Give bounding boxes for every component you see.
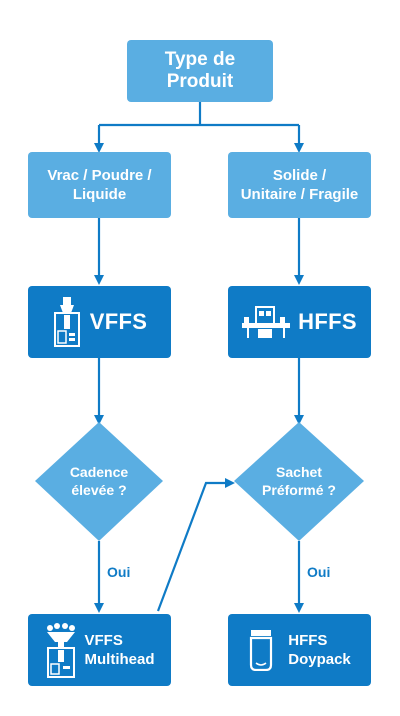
vffs-multihead-line1: VFFS [84,632,123,649]
doypack-pouch-icon [248,629,274,671]
vffs-multihead-label: VFFS Multihead [85,631,155,669]
vrac-poudre-liquide-box: Vrac / Poudre / Liquide [28,152,171,218]
hffs-doypack-line1: HFFS [288,632,328,649]
vffs-multihead-line2: Multihead [84,651,155,668]
vffs-label: VFFS [89,309,148,334]
sachet-preforme-label: Sachet Préformé ? [262,464,336,498]
vffs-box: VFFS [28,286,171,358]
vffs-multihead-box: VFFS Multihead [28,614,171,686]
hffs-label: HFFS [298,309,357,334]
cadence-elevee-label: Cadence élevée ? [69,464,129,498]
decision-diamond-sachet [234,422,364,541]
oui-label-right: Oui [307,564,331,580]
solide-unitaire-fragile-box: Solide / Unitaire / Fragile [228,152,371,218]
hffs-doypack-box: HFFS Doypack [228,614,371,686]
decision-diamond-cadence [35,422,163,541]
multihead-weigher-icon [45,622,77,678]
connector-multihead-to-sachet [156,478,235,612]
hffs-doypack-label: HFFS Doypack [288,631,351,669]
horizontal-packaging-machine-icon [242,305,291,339]
vertical-packaging-machine-icon [52,297,82,347]
hffs-doypack-line2: Doypack [288,651,351,668]
hffs-box: HFFS [228,286,371,358]
oui-label-left: Oui [107,564,131,580]
type-produit-box: Type de Produit [127,40,273,102]
